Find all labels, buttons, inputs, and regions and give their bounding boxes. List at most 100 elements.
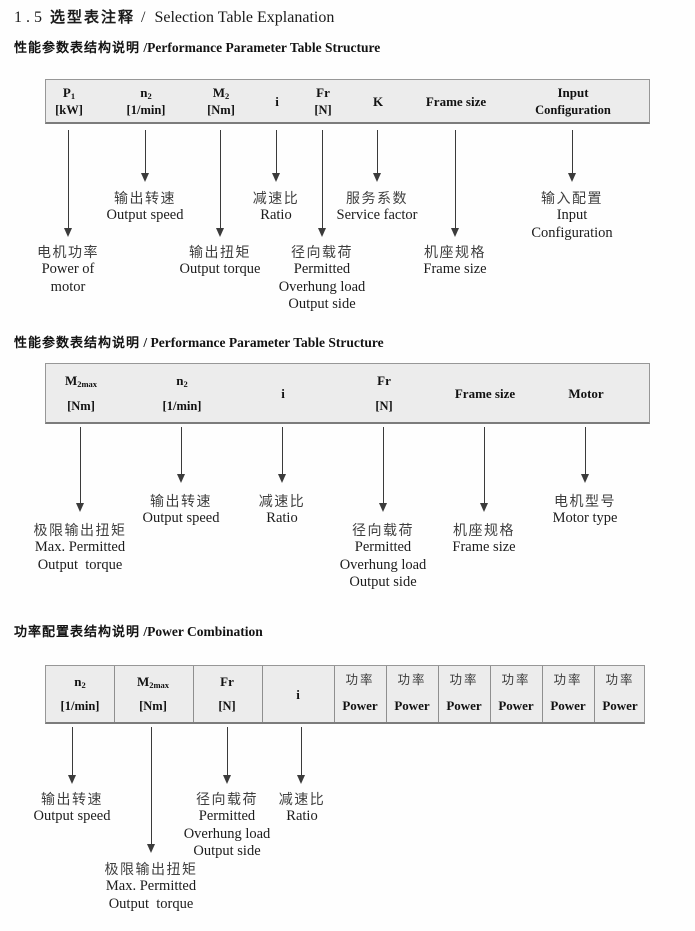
header-cell-power-zh: 功率 [553,673,583,687]
column-divider [490,666,491,722]
label-overhung-load: 径向载荷 Permitted Overhung load Output side [339,522,427,590]
header-cell-fr: Fr [316,85,330,100]
subscript: 2max [149,680,170,690]
label-output-torque: 输出扭矩 Output torque [179,244,261,277]
label-ratio: 减速比 Ratio [252,190,300,223]
section1-table: P1 [kW] n2 [1/min] M2 [Nm] i Fr [N] K Fr… [45,79,650,124]
header-cell-power-en: Power [550,698,586,713]
header-cell-n2: n2 [176,373,188,389]
subscript: 1 [70,91,76,101]
label-overhung-load: 径向载荷 Permitted Overhung load Output side [183,791,271,859]
header-unit-n2: [1/min] [126,103,166,117]
header-unit-fr: [N] [314,103,332,117]
subscript: 2 [81,680,86,690]
label-input-configuration: 输入配置 Input Configuration [531,190,613,241]
section1-heading-en: /Performance Parameter Table Structure [143,40,381,55]
down-arrow [373,130,381,182]
header-cell-power-en: Power [602,698,638,713]
header-cell-frame-size: Frame size [425,94,487,109]
header-cell-power-zh: 功率 [605,673,635,687]
header-cell-frame-size: Frame size [454,386,516,401]
down-arrow [318,130,326,237]
header-cell-i: i [281,386,285,401]
section1-heading-zh: 性能参数表结构说明 [14,40,141,55]
label-frame-size: 机座规格 Frame size [452,522,516,555]
label-output-speed: 输出转速 Output speed [106,190,184,223]
header-unit-n2: [1/min] [60,699,100,713]
label-power-of-motor: 电机功率 Power of motor [37,244,99,295]
down-arrow [272,130,280,182]
header-cell-power-en: Power [342,698,378,713]
section3-heading-zh: 功率配置表结构说明 [14,624,141,639]
down-arrow [297,727,305,784]
down-arrow [379,427,387,512]
down-arrow [177,427,185,483]
header-cell-n2: n2 [140,85,152,101]
section3-heading-en: /Power Combination [143,624,263,639]
label-frame-size: 机座规格 Frame size [423,244,487,277]
header-cell-power-zh: 功率 [501,673,531,687]
header-unit-p1: [kW] [55,103,83,117]
subscript: 2 [225,91,230,101]
header-cell-m2max: M2max [136,674,170,690]
down-arrow [216,130,224,237]
down-arrow [64,130,72,237]
section3-table: n2 [1/min] M2max [Nm] Fr [N] i 功率 Power … [45,665,645,724]
label-max-permitted-output-torque: 极限输出扭矩 Max. Permitted Output torque [104,861,198,912]
header-cell-i: i [275,94,279,109]
header-unit-m2: [Nm] [207,103,235,117]
section2-heading-en: / Performance Parameter Table Structure [143,335,384,350]
label-motor-type: 电机型号 Motor type [552,493,618,526]
subscript: 2max [77,379,98,389]
column-divider [262,666,263,722]
section2-heading-zh: 性能参数表结构说明 [14,335,141,350]
label-ratio: 减速比 Ratio [258,493,306,526]
header-unit-m2max: [Nm] [67,399,95,413]
header-cell-m2: M2 [212,85,230,101]
label-output-speed: 输出转速 Output speed [33,791,111,824]
section3-heading: 功率配置表结构说明 /Power Combination [14,621,263,640]
header-unit-m2max: [Nm] [139,699,167,713]
header-unit-fr: [N] [218,699,236,713]
section-number: 1.5 [14,9,46,26]
column-divider [386,666,387,722]
header-cell-fr: Fr [220,674,234,689]
header-unit-fr: [N] [375,399,393,413]
down-arrow [147,727,155,853]
header-cell-input-configuration: Configuration [535,103,611,117]
down-arrow [278,427,286,483]
page-title-zh: 选型表注释 [50,9,136,26]
label-overhung-load: 径向载荷 Permitted Overhung load Output side [278,244,366,312]
header-cell-i: i [296,687,300,702]
header-cell-input: Input [557,85,589,100]
down-arrow [480,427,488,512]
label-ratio: 减速比 Ratio [278,791,326,824]
column-divider [542,666,543,722]
down-arrow [223,727,231,784]
header-cell-m2max: M2max [64,373,98,389]
header-cell-power-zh: 功率 [345,673,375,687]
page-title-en: Selection Table Explanation [154,9,335,26]
subscript: 2 [147,91,152,101]
header-cell-power-zh: 功率 [397,673,427,687]
header-cell-power-en: Power [446,698,482,713]
column-divider [334,666,335,722]
header-cell-fr: Fr [377,373,391,388]
column-divider [594,666,595,722]
section2-table: M2max [Nm] n2 [1/min] i Fr [N] Frame siz… [45,363,650,424]
header-cell-p1: P1 [62,85,76,101]
header-cell-power-en: Power [394,698,430,713]
label-output-speed: 输出转速 Output speed [142,493,220,526]
section2-heading: 性能参数表结构说明 / Performance Parameter Table … [14,332,384,351]
subscript: 2 [183,379,188,389]
column-divider [193,666,194,722]
header-cell-k: K [372,94,384,109]
page-title: 1.5 选型表注释 / Selection Table Explanation [14,6,334,27]
down-arrow [76,427,84,512]
header-cell-power-en: Power [498,698,534,713]
down-arrow [68,727,76,784]
label-service-factor: 服务系数 Service factor [336,190,418,223]
header-cell-motor: Motor [568,386,604,401]
down-arrow [141,130,149,182]
